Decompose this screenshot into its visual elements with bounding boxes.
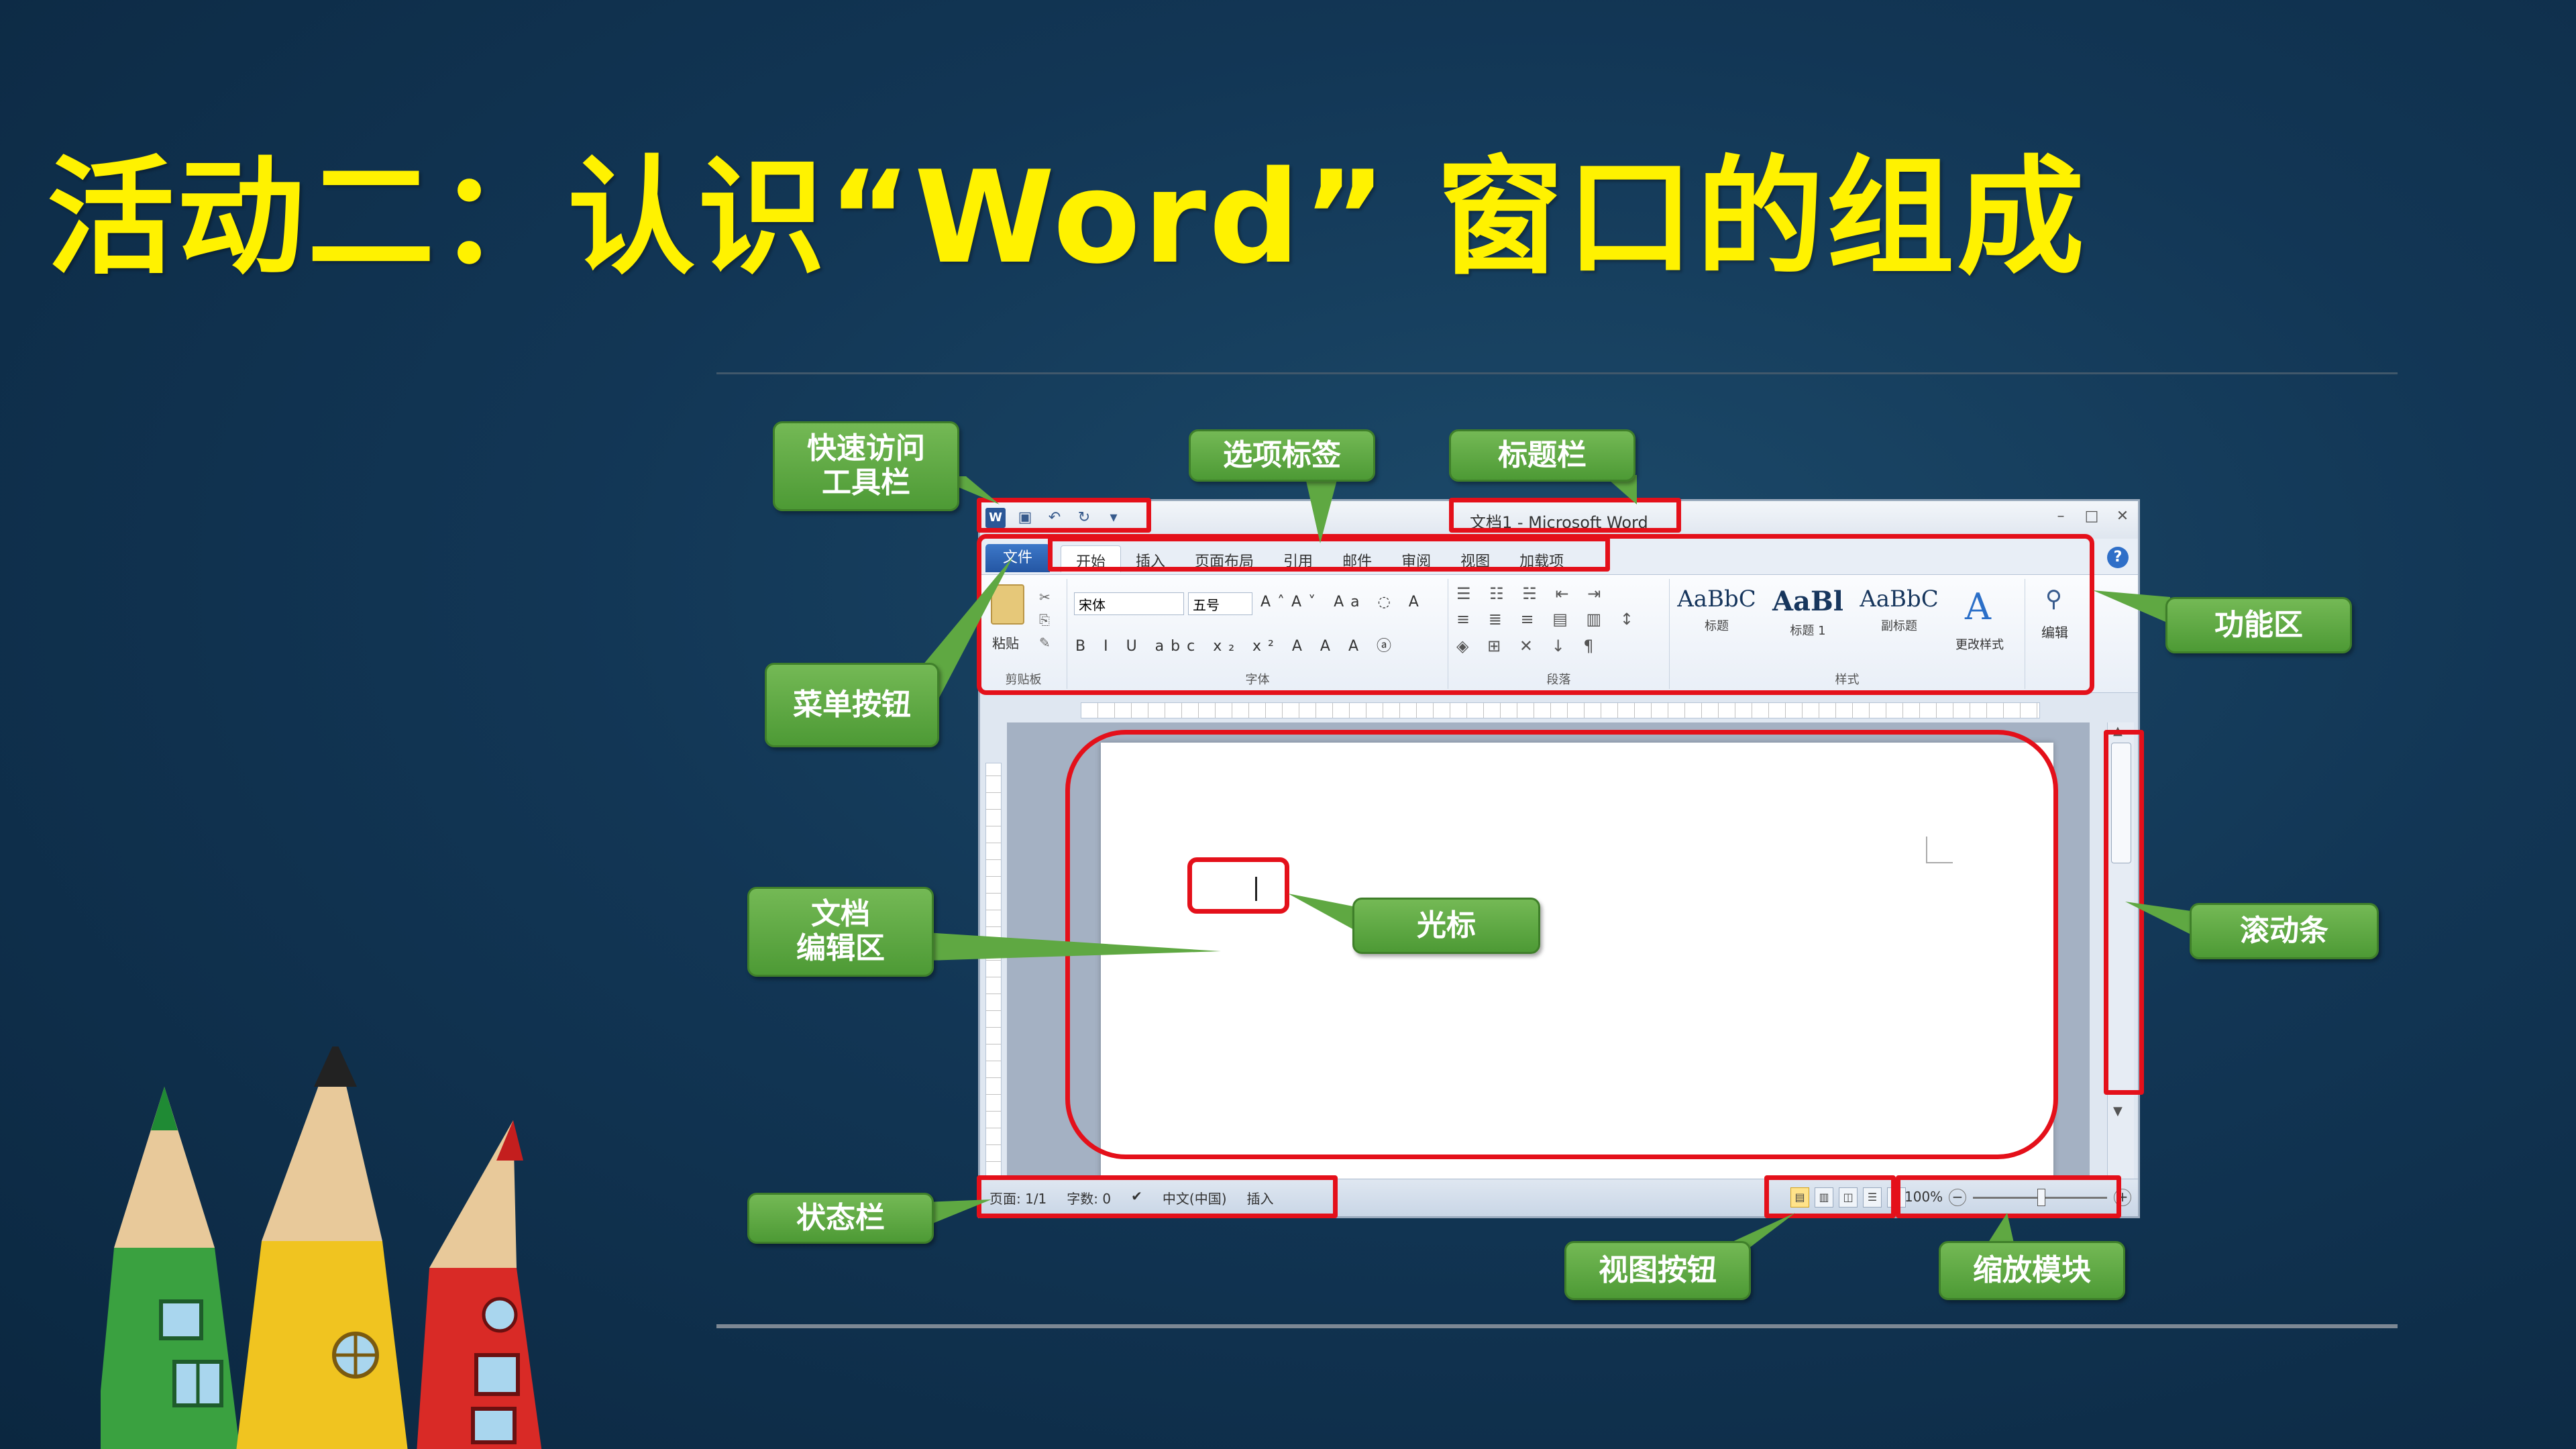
clipboard-group-label: 剪贴板 (1005, 673, 1042, 687)
undo-icon[interactable]: ↶ (1048, 509, 1061, 526)
style-name: 副标题 (1881, 619, 1917, 633)
highlight-tabs (1048, 537, 1610, 572)
print-layout-view-icon[interactable]: ▤ (1790, 1187, 1809, 1208)
callout-titlebar: 标题栏 (1449, 429, 1635, 482)
highlight-cursor (1187, 857, 1289, 914)
highlight-zoom (1896, 1175, 2121, 1218)
margin-corner-mark (1926, 837, 1953, 863)
save-icon[interactable]: ▣ (1018, 509, 1032, 526)
zoom-out-icon[interactable]: − (1949, 1189, 1966, 1206)
highlight-scrollbar (2104, 730, 2144, 1095)
callout-quick-access: 快速访问 工具栏 (773, 421, 959, 511)
ruler-ticks (986, 763, 1001, 1178)
word-window: W ▣ ↶ ↻ ▾ 文档1 - Microsoft Word – □ ✕ 文件 … (978, 499, 2140, 1218)
ribbon: 粘贴 ✂⎘✎ 剪贴板 宋体 五号 A˄A˅ Aa ◌ A B I U abc x… (980, 575, 2138, 693)
green-pencil-icon (101, 1087, 240, 1449)
vertical-scrollbar[interactable]: ▲ ▼ (2107, 722, 2134, 1179)
minimize-icon[interactable]: – (2057, 508, 2065, 525)
styles-group: AaBbC 标题 AaBl 标题 1 AaBbC 副标题 A 更改样式 样式 (1670, 579, 2025, 689)
callout-cursor: 光标 (1352, 898, 1540, 954)
editing-group: ⚲ 编辑 (2025, 579, 2138, 689)
editing-label[interactable]: 编辑 (2041, 625, 2068, 641)
style-title[interactable]: AaBbC 标题 (1674, 586, 1760, 653)
word-app-icon[interactable]: W (985, 508, 1006, 528)
insert-mode[interactable]: 插入 (1246, 1191, 1274, 1207)
text-cursor (1255, 877, 1257, 901)
styles-group-label: 样式 (1835, 673, 1860, 687)
full-screen-reading-icon[interactable]: ▥ (1815, 1187, 1833, 1208)
font-name-select[interactable]: 宋体 (1074, 592, 1184, 615)
change-styles-label[interactable]: 更改样式 (1955, 638, 2004, 652)
callout-view-buttons: 视图按钮 (1564, 1241, 1751, 1300)
highlight-quick-access (977, 498, 1151, 533)
page-count[interactable]: 页面: 1/1 (989, 1191, 1047, 1207)
redo-icon[interactable]: ↻ (1077, 509, 1091, 526)
scroll-thumb[interactable] (2111, 743, 2131, 863)
highlight-view-buttons (1764, 1175, 1896, 1218)
scroll-down-icon[interactable]: ▼ (2113, 1104, 2123, 1118)
change-styles-icon[interactable]: A (1965, 586, 1991, 628)
style-name: 标题 (1705, 619, 1729, 633)
callout-scrollbar: 滚动条 (2190, 903, 2379, 959)
zoom-percent[interactable]: 100% (1904, 1189, 1943, 1205)
callout-tabs: 选项标签 (1189, 429, 1375, 482)
red-pencil-icon (417, 1120, 542, 1449)
font-size-buttons-icon[interactable]: A˄A˅ Aa ◌ A (1260, 594, 1426, 610)
language[interactable]: 中文(中国) (1162, 1191, 1227, 1207)
clipboard-small-icons[interactable]: ✂⎘✎ (1039, 589, 1051, 651)
callout-statusbar: 状态栏 (747, 1193, 934, 1244)
callout-menu-button: 菜单按钮 (765, 663, 939, 747)
style-heading-1[interactable]: AaBl 标题 1 (1765, 586, 1851, 653)
clipboard-group: 粘贴 ✂⎘✎ 剪贴板 (980, 579, 1067, 689)
paragraph-group-label: 段落 (1546, 673, 1571, 687)
horizontal-ruler[interactable] (1081, 702, 2040, 718)
window-controls: – □ ✕ (2052, 508, 2131, 525)
paste-icon[interactable] (991, 584, 1024, 625)
customize-dropdown-icon[interactable]: ▾ (1110, 509, 1118, 526)
callout-doc-area: 文档 编辑区 (747, 887, 934, 977)
word-count[interactable]: 字数: 0 (1067, 1191, 1112, 1207)
pencil-houses-illustration (101, 1046, 542, 1449)
yellow-pencil-icon (236, 1046, 408, 1449)
maximize-icon[interactable]: □ (2084, 508, 2099, 525)
close-icon[interactable]: ✕ (2116, 508, 2129, 525)
style-sample-text: AaBl (1772, 586, 1843, 617)
highlight-statusbar (977, 1175, 1338, 1218)
shading-buttons-icon[interactable]: ◈ ⊞ ✕ ↓ ¶ (1456, 637, 1601, 655)
font-group: 宋体 五号 A˄A˅ Aa ◌ A B I U abc x₂ x² A A A … (1067, 579, 1448, 689)
web-layout-icon[interactable]: ◫ (1839, 1187, 1858, 1208)
vertical-ruler[interactable] (985, 763, 1002, 1179)
paragraph-group: ☰ ☷ ☵ ⇤ ⇥ ≡ ≣ ≡ ▤ ▥ ↕ ◈ ⊞ ✕ ↓ ¶ 段落 (1448, 579, 1670, 689)
document-page[interactable] (1101, 743, 2053, 1185)
callout-ribbon: 功能区 (2165, 597, 2352, 653)
outline-view-icon[interactable]: ☰ (1863, 1187, 1882, 1208)
status-items: 页面: 1/1 字数: 0 ✔ 中文(中国) 插入 (989, 1188, 1274, 1208)
callout-zoom: 缩放模块 (1939, 1241, 2125, 1300)
help-icon[interactable]: ? (2107, 547, 2129, 568)
align-buttons-icon[interactable]: ≡ ≣ ≡ ▤ ▥ ↕ (1456, 610, 1640, 629)
ruler-ticks (1081, 703, 2039, 718)
style-name: 标题 1 (1790, 624, 1826, 638)
zoom-slider-thumb[interactable] (2037, 1189, 2045, 1206)
font-format-buttons-icon[interactable]: B I U abc x₂ x² A A A ⓐ (1075, 638, 1398, 655)
font-group-label: 字体 (1245, 673, 1270, 687)
panel-top-line (716, 372, 2398, 374)
font-size-select[interactable]: 五号 (1188, 592, 1252, 615)
style-sample-text: AaBbC (1677, 586, 1756, 612)
style-subtitle[interactable]: AaBbC 副标题 (1856, 586, 1942, 653)
proofing-icon[interactable]: ✔ (1131, 1188, 1142, 1204)
paste-button-label[interactable]: 粘贴 (992, 635, 1019, 651)
list-buttons-icon[interactable]: ☰ ☷ ☵ ⇤ ⇥ (1456, 584, 1608, 603)
slide-title: 活动二：认识“Word” 窗口的组成 (47, 144, 2087, 292)
style-sample-text: AaBbC (1860, 586, 1939, 612)
file-menu-button[interactable]: 文件 (985, 544, 1050, 572)
panel-bottom-line (716, 1324, 2398, 1328)
highlight-titlebar (1449, 498, 1681, 533)
binoculars-icon[interactable]: ⚲ (2045, 586, 2062, 612)
quick-access-toolbar: W ▣ ↶ ↻ ▾ (985, 508, 1124, 528)
